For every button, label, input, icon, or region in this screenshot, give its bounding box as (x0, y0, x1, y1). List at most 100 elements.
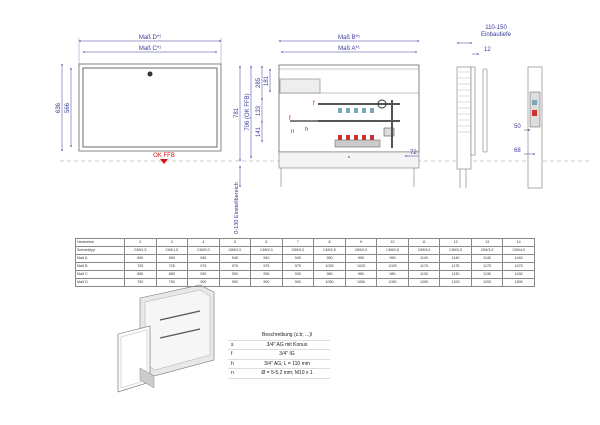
dim-133: 133 (256, 105, 262, 116)
table-cell: C69/2,5 (344, 246, 378, 255)
table-cell: 1175 (407, 262, 441, 271)
table-cell: 690 (155, 254, 189, 263)
table-cell: 8 (313, 238, 346, 247)
table-cell: 1140 (470, 254, 504, 263)
table-cell: 940 (281, 254, 315, 263)
dim-68: 68 (514, 148, 521, 154)
table-cell: 1175 (470, 262, 504, 271)
table-cell: 990 (376, 254, 409, 263)
table-cell: 1430 (502, 270, 535, 279)
table-cell: 1050 (313, 278, 346, 287)
table-cell: 1050 (344, 278, 378, 287)
row-label: Maß D (75, 278, 125, 287)
table-cell: C69/2,0 (281, 246, 315, 255)
table-cell: 900 (281, 278, 315, 287)
table-cell: 3 (155, 238, 189, 247)
table-cell: 2 (124, 238, 157, 247)
table-cell: 14 (502, 238, 535, 247)
table-cell: 4 (187, 238, 220, 247)
dim-285: 285 (256, 77, 262, 88)
dim-depth: 110-150 (485, 25, 507, 31)
table-cell: 1025 (313, 262, 346, 271)
table-cell: 13 (470, 238, 504, 247)
table-cell: 980 (376, 270, 409, 279)
table-cell: C69/3,0 (439, 246, 472, 255)
table-cell: C69/3,0 (470, 246, 504, 255)
table-cell: 1140 (439, 254, 472, 263)
table-cell: 930 (250, 270, 283, 279)
table-cell: 750 (155, 278, 189, 287)
row-label: Schranktyp (75, 246, 125, 255)
table-cell: C69/2,5 (376, 246, 409, 255)
table-cell: 940 (187, 254, 220, 263)
row-label: Maß B (75, 262, 125, 271)
table-cell: 930 (281, 270, 315, 279)
table-cell: 1200 (407, 278, 441, 287)
row-label: Heizkreise (75, 238, 125, 247)
mark-s: s (348, 154, 350, 159)
mark-f1: f (313, 101, 315, 107)
adjust-range: 0-130 Einstellbereich (234, 182, 240, 233)
table-cell: 1200 (470, 278, 504, 287)
table-cell: 900 (187, 278, 220, 287)
table-cell: 975 (218, 262, 252, 271)
dim-781: 781 (234, 107, 240, 118)
mark-h: h (305, 127, 308, 133)
row-label: Maß A (75, 254, 125, 263)
table-cell: 1130 (439, 270, 472, 279)
table-cell: 980 (344, 270, 378, 279)
product-illustration (117, 284, 215, 393)
table-cell: C69/3,0 (407, 246, 441, 255)
dim-636: 636 (56, 102, 62, 113)
label-mass-d: Maß D*¹ (139, 35, 161, 41)
table-cell: 680 (155, 270, 189, 279)
table-cell: C69/1,5 (155, 246, 189, 255)
table-cell: 725 (124, 262, 157, 271)
table-cell: 1200 (439, 278, 472, 287)
row-label: Maß C (75, 270, 125, 279)
table-cell: 9 (344, 238, 378, 247)
table-cell: 975 (281, 262, 315, 271)
table-cell: 980 (313, 270, 346, 279)
table-cell: 940 (218, 254, 252, 263)
depth-label: Einbautiefe (481, 32, 512, 38)
floor-marker-icon (160, 159, 168, 164)
table-cell: 900 (250, 278, 283, 287)
table-cell: 1475 (502, 262, 535, 271)
table-cell: 7 (281, 238, 315, 247)
table-cell: 725 (155, 262, 189, 271)
table-cell: 1175 (439, 262, 472, 271)
table-cell: C69/2,0 (218, 246, 252, 255)
table-cell: C69/2,5 (313, 246, 346, 255)
floor-label: OK FFB (153, 153, 175, 159)
table-cell: 750 (124, 278, 157, 287)
table-cell: 930 (187, 270, 220, 279)
mark-f2: f (289, 116, 291, 122)
main-view: f f n h s Maß B*¹ Maß A*¹ 781 706 (OK FF… (234, 35, 420, 234)
dim-566: 566 (65, 102, 71, 113)
table-cell: C69/4,0 (502, 246, 535, 255)
dim-12: 12 (484, 47, 491, 53)
front-view: Maß D*¹ Maß C*¹ 636 566 OK FFB (56, 35, 222, 164)
table-cell: 1130 (470, 270, 504, 279)
table-cell: 1025 (344, 262, 378, 271)
table-cell: C69/2,0 (250, 246, 283, 255)
table-cell: 975 (187, 262, 220, 271)
lock-icon (147, 71, 153, 77)
dim-72: 72 (410, 150, 417, 156)
table-cell: 940 (250, 254, 283, 263)
legend-header: Beschreibung (z.b; ...)l (244, 331, 330, 341)
dim-706: 706 (OK FFB) (245, 93, 251, 130)
dim-181: 181 (264, 75, 270, 86)
